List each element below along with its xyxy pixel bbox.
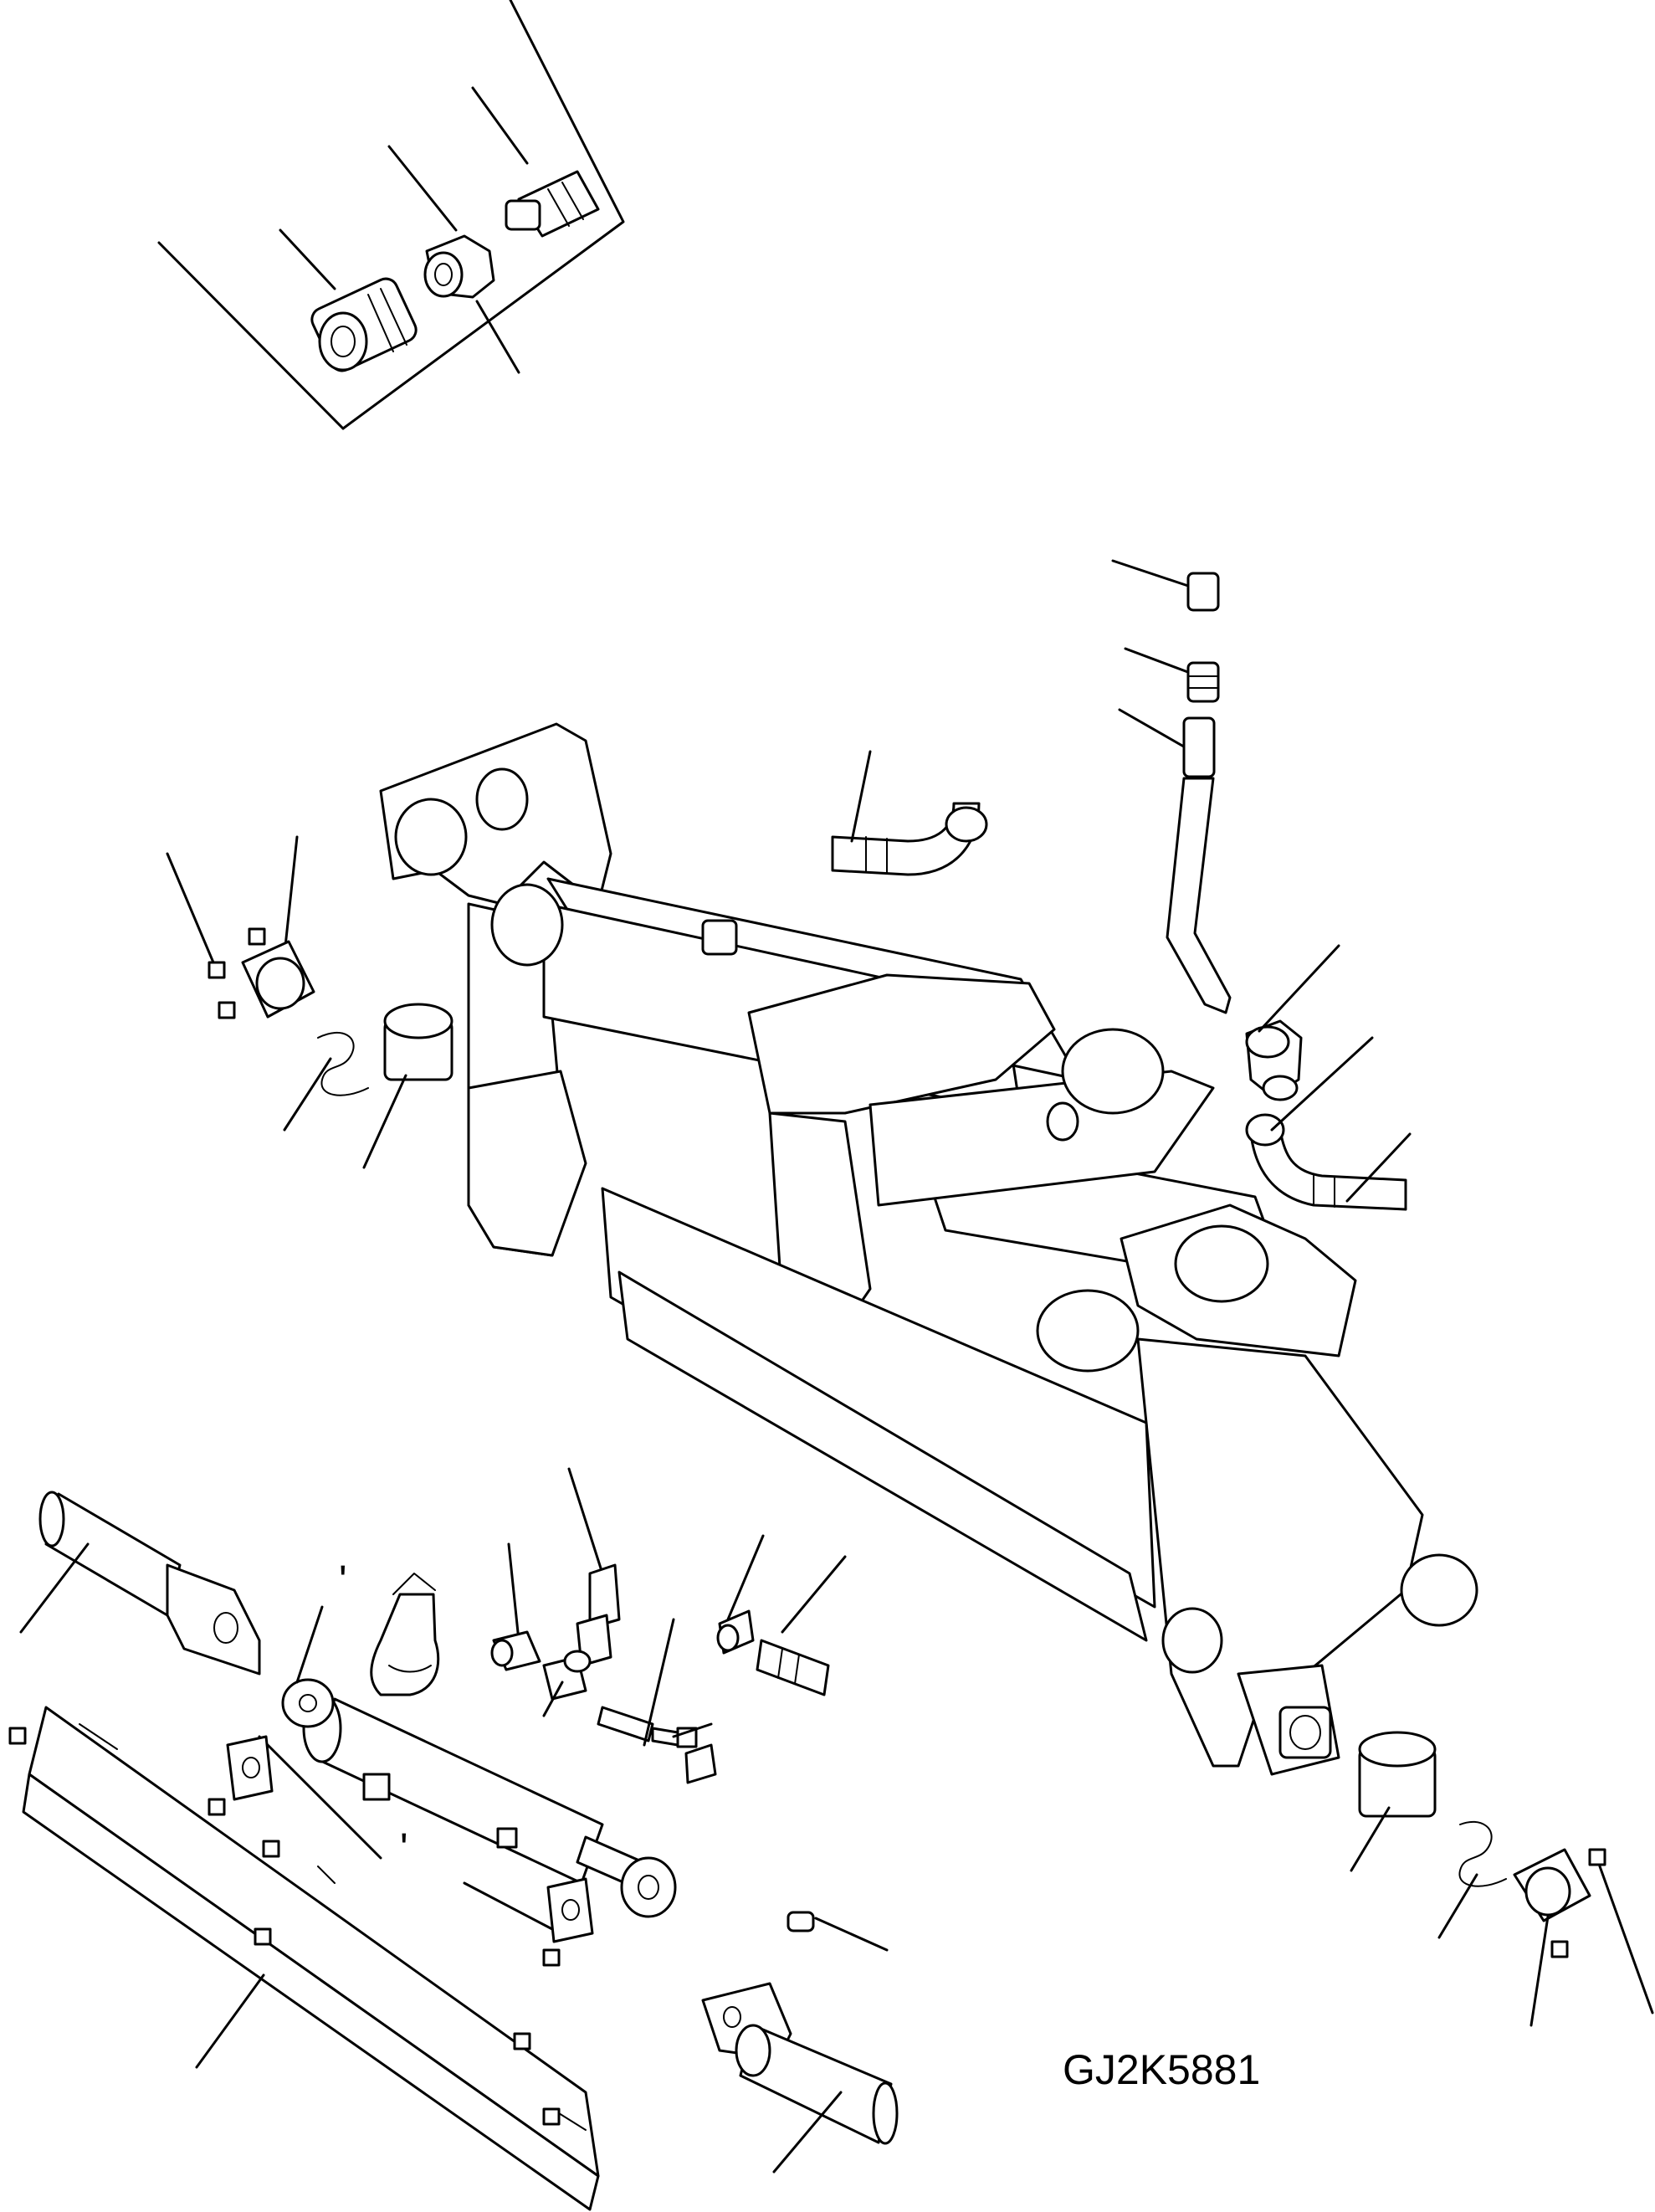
hex-nut [423, 234, 495, 299]
adapter-fitting [505, 170, 600, 238]
main-frame [379, 722, 1478, 1776]
flange-set-left [166, 835, 453, 1169]
fittings-group-top [157, 0, 625, 430]
prime-mark-1: ' [339, 1557, 347, 1604]
center-fittings [490, 1467, 847, 1784]
pin-lower-right [701, 1911, 899, 2174]
elbow-fitting [1245, 1019, 1303, 1101]
prime-mark-2: ' [400, 1825, 408, 1871]
coupler-body [310, 277, 418, 372]
cover-plate [8, 1706, 600, 2211]
cylinder-pin-left [19, 1491, 261, 1676]
flange-set-right [1350, 1731, 1654, 2027]
mount-plate-right [463, 1877, 594, 1967]
hose-elbow-lower [1245, 1113, 1407, 1211]
parts-bag [370, 1573, 440, 1696]
hose-assembly-right [1111, 559, 1412, 1211]
figure-code: GJ2K5881 [1063, 2046, 1260, 2093]
hose-section-mid [831, 750, 988, 876]
mount-plate-left [208, 1735, 274, 1816]
